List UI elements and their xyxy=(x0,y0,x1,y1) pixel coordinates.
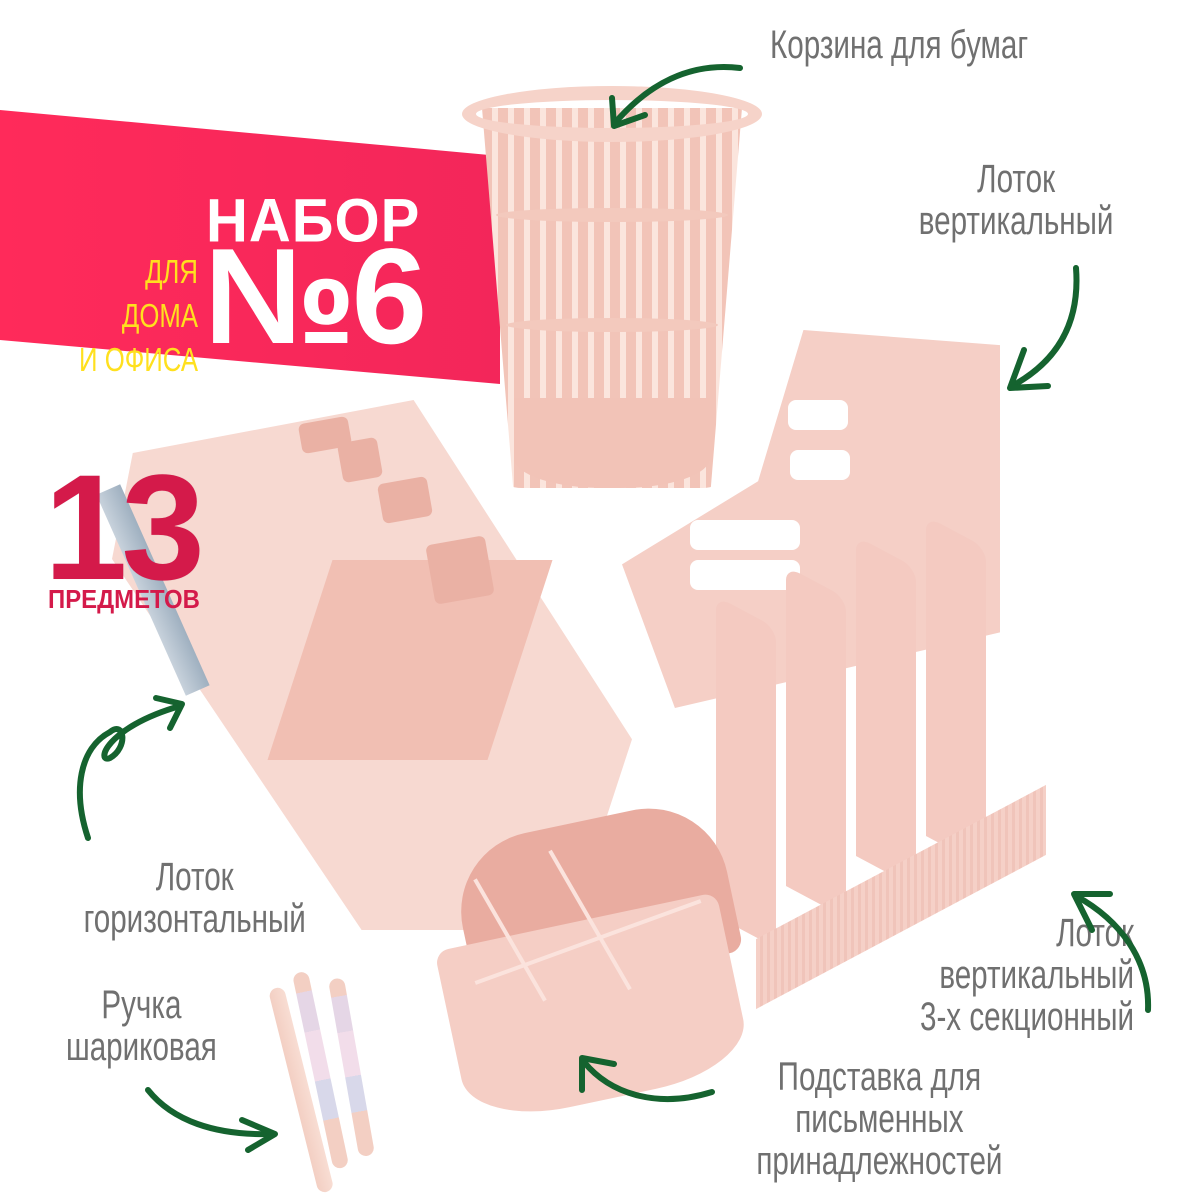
caption-pen: Ручка шариковая xyxy=(65,983,217,1069)
set-subtitle-line2: И ОФИСА xyxy=(79,341,198,378)
divider-panel xyxy=(926,516,986,868)
set-number: №6 xyxy=(204,220,427,372)
tray-cutout xyxy=(790,450,850,480)
tray-cutout xyxy=(336,436,384,484)
arrow-horizontal-tray-icon xyxy=(76,703,183,841)
arrow-pen-icon xyxy=(145,1087,277,1138)
basket-band xyxy=(506,318,718,332)
desk-organizer-image xyxy=(434,793,754,1128)
tray-cutout xyxy=(425,535,495,605)
basket-base xyxy=(514,398,710,488)
caption-vertical-tray: Лоток вертикальный xyxy=(918,157,1114,243)
paper-basket-image xyxy=(462,68,762,488)
divider-panel xyxy=(856,536,916,888)
set-subtitle: ДЛЯ ДОМА И ОФИСА xyxy=(73,250,198,382)
tray-cutout xyxy=(376,475,434,525)
caption-basket: Корзина для бумаг xyxy=(770,23,1029,67)
divider-panel xyxy=(786,566,846,918)
vertical-tray-3-section-image xyxy=(706,516,1096,1010)
basket-band xyxy=(496,208,728,222)
arrow-vertical-tray-icon xyxy=(1009,265,1080,389)
caption-vertical-tray-3: Лоток вертикальный 3-х секционный xyxy=(919,911,1134,1039)
tray-cutout xyxy=(690,560,800,590)
item-count: 13 xyxy=(44,443,205,611)
caption-organizer: Подставка для письменных принадлежностей xyxy=(756,1055,1003,1183)
set-title: НАБОР xyxy=(206,187,421,256)
caption-horizontal-tray: Лоток горизонтальный xyxy=(83,855,306,941)
tray-cutout xyxy=(788,400,848,430)
set-subtitle-line1: ДЛЯ ДОМА xyxy=(121,253,198,334)
basket-rim xyxy=(462,86,762,142)
item-count-label: ПРЕДМЕТОВ xyxy=(48,584,200,614)
tray-cutout xyxy=(690,520,800,550)
